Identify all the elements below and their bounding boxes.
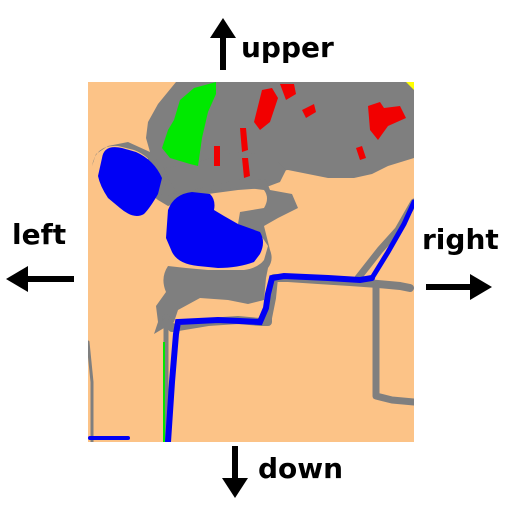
building-1 bbox=[254, 88, 278, 130]
building-4 bbox=[214, 146, 220, 166]
direction-label-down[interactable]: down bbox=[258, 452, 344, 485]
lake-east bbox=[166, 192, 263, 268]
lake-west bbox=[98, 147, 162, 216]
direction-label-upper[interactable]: upper bbox=[241, 31, 334, 64]
map-tile[interactable] bbox=[86, 82, 418, 445]
road-left-edge bbox=[86, 340, 94, 444]
canal-main bbox=[165, 272, 375, 445]
map-canvas bbox=[86, 82, 418, 445]
building-2 bbox=[280, 84, 296, 100]
direction-label-left[interactable]: left bbox=[12, 218, 67, 251]
road-east bbox=[372, 282, 418, 406]
highlight-corner bbox=[406, 82, 414, 90]
building-7 bbox=[368, 102, 406, 140]
building-8 bbox=[356, 146, 366, 160]
arrow-left-icon[interactable] bbox=[6, 264, 76, 294]
canal-ne bbox=[369, 199, 417, 281]
lake-shore bbox=[92, 142, 298, 334]
park-area bbox=[162, 82, 216, 166]
arrow-down-icon[interactable] bbox=[220, 446, 250, 500]
building-6 bbox=[242, 158, 250, 178]
direction-label-right[interactable]: right bbox=[422, 223, 499, 256]
building-3 bbox=[302, 104, 316, 118]
arrow-up-icon[interactable] bbox=[208, 18, 238, 72]
waterways bbox=[88, 199, 417, 445]
arrow-right-icon[interactable] bbox=[426, 272, 492, 302]
building-5 bbox=[240, 128, 248, 152]
